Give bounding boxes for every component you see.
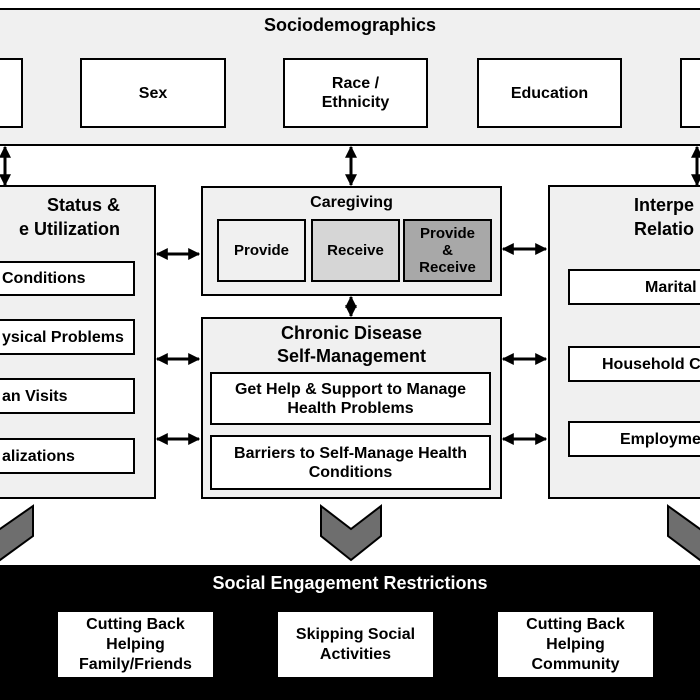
health-status-title: Status & e Utilization: [18, 195, 120, 239]
caregiving-item-provide: Provide: [217, 219, 306, 282]
sociodemographics-item-education: Education: [477, 58, 622, 128]
social-engagement-title: Social Engagement Restrictions: [212, 573, 488, 593]
interpersonal-title: Interpe Relatio: [634, 195, 695, 239]
social-engagement-item-family-friends: Cutting Back Helping Family/Friends: [56, 610, 215, 679]
social-engagement-item-skipping-social: Skipping Social Activities: [276, 610, 435, 679]
sociodemographics-item-sex: Sex: [80, 58, 226, 128]
interpersonal-item-household: Household C: [568, 346, 700, 382]
chronic-disease-title: Chronic Disease Self-Management: [276, 323, 427, 366]
sociodemographics-item-left: [0, 58, 23, 128]
caregiving-title: Caregiving: [310, 194, 393, 211]
caregiving-item-provide-receive: Provide & Receive: [403, 219, 492, 282]
chronic-disease-item-barriers: Barriers to Self-Manage Health Condition…: [210, 435, 491, 490]
health-status-item-physical-problems: ysical Problems: [0, 319, 135, 355]
interpersonal-item-employment: Employme: [568, 421, 700, 457]
sociodemographics-item-right: [680, 58, 700, 128]
chronic-disease-item-get-help: Get Help & Support to Manage Health Prob…: [210, 372, 491, 425]
health-status-item-physician-visits: an Visits: [0, 378, 135, 414]
health-status-item-conditions: Conditions: [0, 261, 135, 296]
chevron-center: [320, 503, 382, 562]
health-status-item-hospitalizations: alizations: [0, 438, 135, 474]
sociodemographics-item-race-ethnicity: Race / Ethnicity: [283, 58, 428, 128]
social-engagement-item-community: Cutting Back Helping Community: [496, 610, 655, 679]
chevron-left: [0, 504, 34, 562]
chevron-right: [667, 504, 700, 562]
caregiving-item-receive: Receive: [311, 219, 400, 282]
sociodemographics-title: Sociodemographics: [263, 15, 437, 35]
interpersonal-item-marital: Marital: [568, 269, 700, 305]
